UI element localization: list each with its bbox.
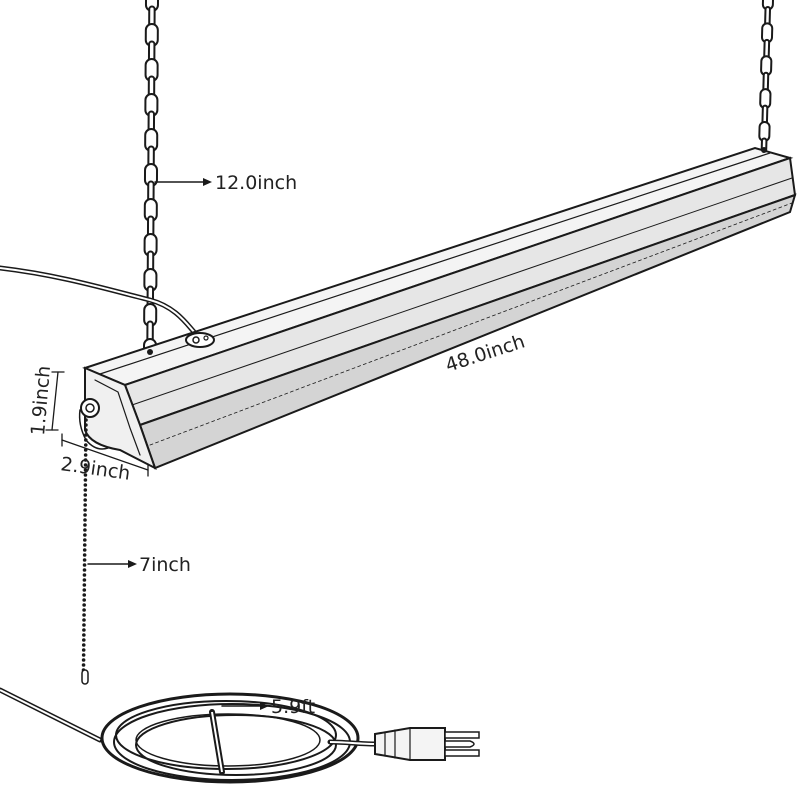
pull-chain [81,418,89,685]
pull-chain-bead [83,468,88,472]
left-chain-anchor [147,349,153,355]
pull-chain-bead [82,563,87,567]
pull-chain-bead [84,423,88,427]
power-cord-callout: 5.9ft [221,696,315,718]
pull-chain-bead [84,418,88,422]
pull-chain-bead [82,603,86,607]
pull-chain-bead [83,533,87,537]
pull-chain-bead [81,648,86,652]
pull-chain-bead [82,588,87,592]
pull-chain-end [81,669,89,685]
pull-chain-bead [83,483,88,487]
pull-chain-bead [83,513,87,517]
pull-chain-bead [83,523,87,527]
pull-chain-bead [81,643,86,647]
pull-chain-bead [82,548,87,552]
fixture-height-callout: 1.9inch [27,365,65,437]
fixture-height-label: 1.9inch [27,365,55,437]
left-hanging-chain [142,0,160,362]
coiled-cord [100,692,360,784]
right-chain-anchor [761,147,767,153]
pull-chain-bead [83,463,88,467]
pull-chain-bead [83,498,87,502]
lower-power-cord [0,687,378,784]
pull-chain-bead [82,598,86,602]
pull-chain-bead [83,458,88,462]
pull-chain-bead [83,488,88,492]
pull-chain-bead [82,638,86,642]
pull-chain-bead [84,433,88,437]
pull-chain-bead [82,613,86,617]
pull-chain-bead [82,593,87,597]
pull-chain-bead [82,578,87,582]
pull-chain-callout: 7inch [87,554,191,576]
led-shop-light-fixture [82,146,797,471]
power-cord-length-label: 5.9ft [271,696,315,718]
fixture-front-face [123,156,797,427]
pull-chain-bead [82,558,87,562]
pull-chain-bead [82,618,86,622]
pull-chain-bead [83,443,88,447]
pull-chain-bead [82,628,86,632]
cord-gland [185,332,215,348]
pull-chain-bead [84,438,88,442]
pull-chain-bead [81,653,86,657]
pull-chain-bead [83,503,87,507]
pull-chain-bead [82,543,87,547]
fixture-end-cap [84,366,157,471]
pull-chain-bead [82,633,86,637]
chain-length-callout: 12.0inch [154,172,297,194]
fixture-width-label: 2.9inch [59,453,131,485]
pull-chain-bead [81,663,86,667]
pull-chain-bead [84,428,88,432]
pull-chain-bead [82,623,86,627]
pull-chain-bead [83,508,87,512]
chain-length-label: 12.0inch [215,172,297,194]
pull-chain-bead [83,518,87,522]
pull-chain-bead [82,568,87,572]
pull-chain-bead [83,478,88,482]
pull-chain-bead [82,608,86,612]
upper-power-cord [0,265,203,341]
pull-chain-bead [83,473,88,477]
pull-chain-bead [81,658,86,662]
pull-chain-bead [82,553,87,557]
pull-chain-bead [82,583,87,587]
pull-chain-length-label: 7inch [139,554,191,576]
pull-chain-bead [83,493,88,497]
three-prong-plug [374,727,480,761]
pull-chain-bead [83,538,87,542]
pull-chain-bead [82,573,87,577]
pull-chain-bead [83,528,87,532]
right-hanging-chain [758,0,775,159]
pull-chain-bead [83,453,88,457]
